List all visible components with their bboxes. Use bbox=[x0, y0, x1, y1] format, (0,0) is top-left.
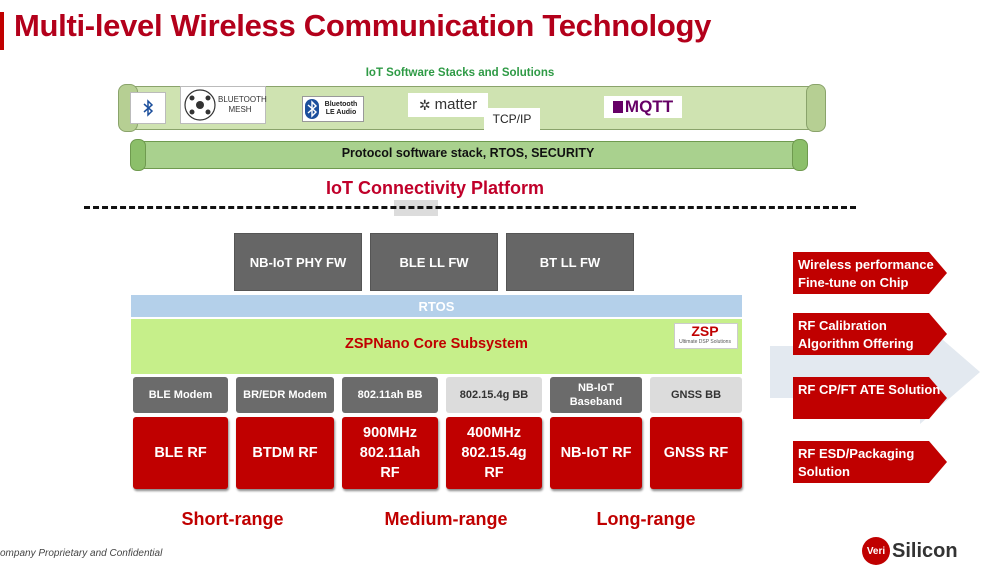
rtos-layer: RTOS bbox=[131, 295, 742, 317]
firmware-block-nbiot-phy: NB-IoT PHY FW bbox=[234, 233, 362, 291]
solution-tag-packaging: RF ESD/Packaging Solution bbox=[793, 441, 947, 483]
rf-block-400mhz: 400MHz 802.15.4g RF bbox=[446, 417, 542, 489]
core-subsystem-layer bbox=[131, 319, 742, 374]
protocol-banner-roll-right bbox=[792, 139, 808, 171]
firmware-block-bt-ll: BT LL FW bbox=[506, 233, 634, 291]
rf-block-ble: BLE RF bbox=[133, 417, 228, 489]
rf-block-btdm: BTDM RF bbox=[236, 417, 334, 489]
range-label-medium: Medium-range bbox=[384, 509, 508, 529]
solution-tag-calibration: RF Calibration Algorithm Offering bbox=[793, 313, 947, 355]
tcpip-label: TCP/IP bbox=[484, 108, 540, 130]
mqtt-label: MQTT bbox=[624, 97, 674, 116]
bluetooth-sig-logo bbox=[130, 92, 166, 124]
zsp-logo-text: ZSP bbox=[691, 323, 719, 339]
solution-tag-ate-label: RF CP/FT ATE Solution bbox=[798, 382, 941, 397]
bluetooth-mesh-logo: BLUETOOTH MESH bbox=[180, 86, 267, 124]
solution-tag-performance: Wireless performance Fine-tune on Chip bbox=[793, 252, 947, 294]
baseband-bredr-modem: BR/EDR Modem bbox=[236, 377, 334, 413]
dashed-divider bbox=[84, 206, 856, 209]
banner-roll-right bbox=[806, 84, 826, 132]
bluetooth-le-audio-logo: Bluetooth LE Audio bbox=[302, 96, 364, 122]
solution-tag-calibration-label: RF Calibration Algorithm Offering bbox=[798, 318, 914, 351]
title-accent-bar bbox=[0, 12, 4, 50]
zsp-logo bbox=[674, 323, 738, 349]
rf-block-900mhz: 900MHz 802.11ah RF bbox=[342, 417, 438, 489]
company-logo-text: Silicon bbox=[892, 540, 958, 562]
matter-logo: ✲ matter bbox=[408, 93, 488, 117]
bluetooth-mesh-label: BLUETOOTH MESH bbox=[218, 95, 267, 114]
range-label-long: Long-range bbox=[596, 509, 696, 529]
zsp-logo-subtitle: Ultimate DSP Solutions bbox=[679, 339, 731, 345]
rf-block-gnss: GNSS RF bbox=[650, 417, 742, 489]
baseband-gnss: GNSS BB bbox=[650, 377, 742, 413]
software-stack-label: IoT Software Stacks and Solutions bbox=[365, 67, 555, 79]
protocol-stack-banner bbox=[136, 141, 802, 169]
confidential-footer: ompany Proprietary and Confidential bbox=[0, 548, 163, 559]
page-title: Multi-level Wireless Communication Techn… bbox=[14, 8, 712, 43]
range-label-short: Short-range bbox=[181, 509, 284, 529]
solution-tag-performance-label: Wireless performance Fine-tune on Chip bbox=[798, 257, 934, 290]
baseband-802154g: 802.15.4g BB bbox=[446, 377, 542, 413]
rf-block-nbiot: NB-IoT RF bbox=[550, 417, 642, 489]
mqtt-icon bbox=[612, 101, 623, 113]
matter-label: matter bbox=[434, 96, 478, 113]
baseband-ble-modem: BLE Modem bbox=[133, 377, 228, 413]
protocol-banner-roll-left bbox=[130, 139, 146, 171]
mqtt-logo: MQTT bbox=[604, 96, 682, 118]
core-subsystem-label: ZSPNano Core Subsystem bbox=[345, 336, 528, 352]
platform-label: IoT Connectivity Platform bbox=[325, 178, 545, 198]
protocol-stack-label: Protocol software stack, RTOS, SECURITY bbox=[341, 146, 595, 160]
firmware-block-ble-ll: BLE LL FW bbox=[370, 233, 498, 291]
matter-icon: ✲ bbox=[418, 97, 431, 113]
company-logo-mark: Veri bbox=[862, 537, 890, 565]
baseband-nbiot: NB-IoT Baseband bbox=[550, 377, 642, 413]
bluetooth-le-audio-label: Bluetooth LE Audio bbox=[324, 101, 358, 116]
solution-tag-ate: RF CP/FT ATE Solution bbox=[793, 377, 947, 419]
baseband-80211ah: 802.11ah BB bbox=[342, 377, 438, 413]
bluetooth-icon bbox=[305, 99, 319, 119]
solution-tag-packaging-label: RF ESD/Packaging Solution bbox=[798, 446, 915, 479]
